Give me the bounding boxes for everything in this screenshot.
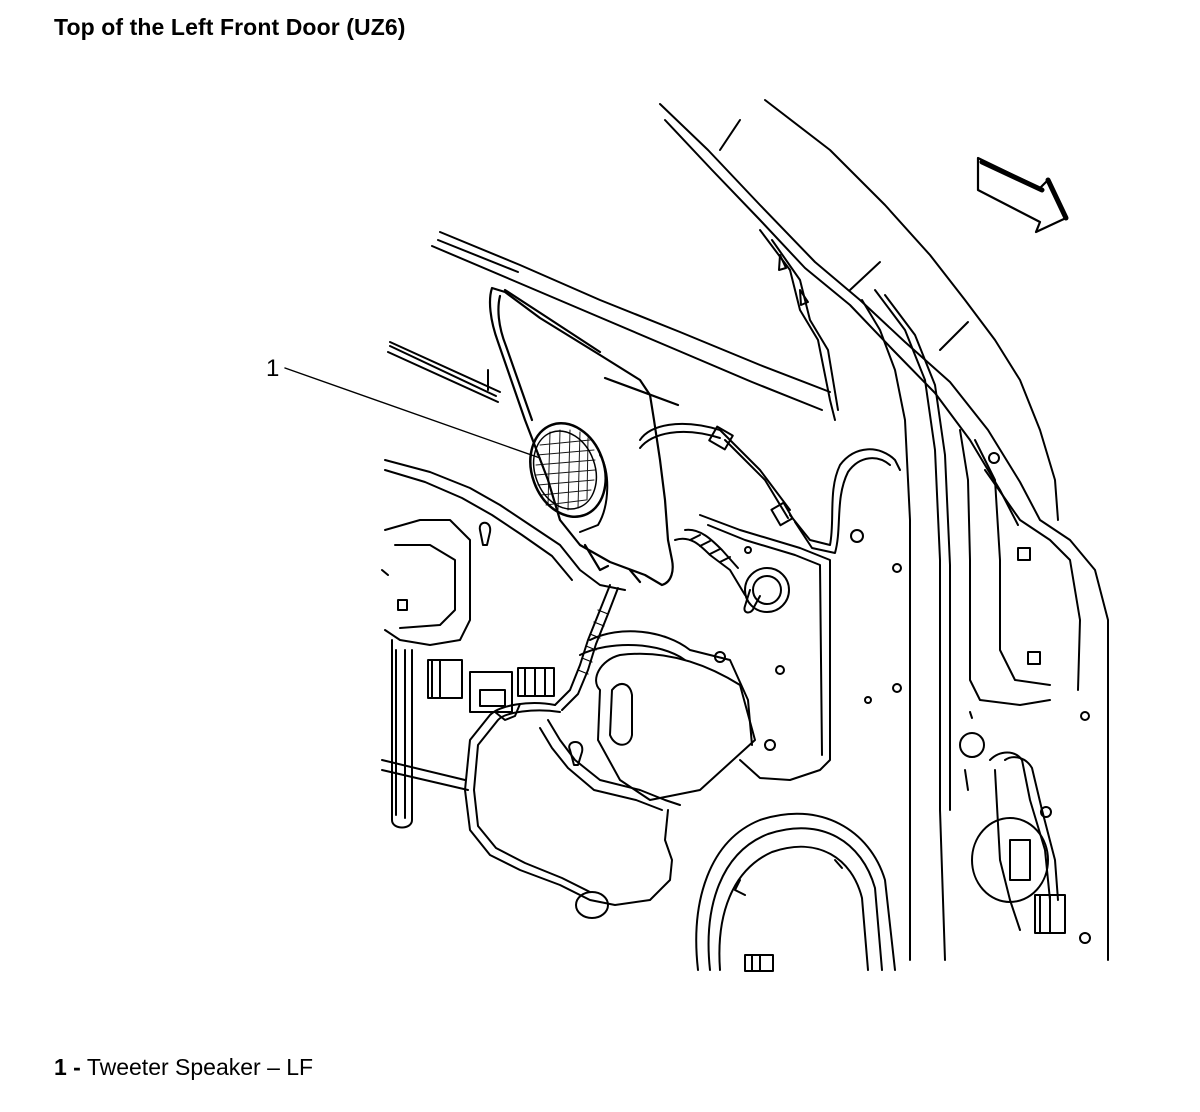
page-title: Top of the Left Front Door (UZ6) [54,14,406,40]
forward-arrow-icon [976,156,1069,234]
harness-grommet [971,751,1066,934]
trim-strip [391,639,413,829]
tweeter-bezel [488,286,680,587]
door-hardware [674,514,831,781]
tweeter-speaker [529,421,609,533]
door-frame [659,99,1109,961]
legend-item-label: Tweeter Speaker – LF [86,1054,314,1080]
connectors [427,659,555,721]
lower-speaker-opening [695,812,896,972]
wiring-harness [381,423,901,919]
hinge-pillar [759,229,1091,961]
callout-1-number: 1 [266,355,279,382]
legend-item-number: 1 - [54,1054,81,1080]
access-hole [568,630,756,801]
callout-1-leader [284,367,541,459]
inner-panel [381,459,626,646]
legend: 1 - Tweeter Speaker – LF [54,1054,313,1081]
belt-line [387,231,831,411]
